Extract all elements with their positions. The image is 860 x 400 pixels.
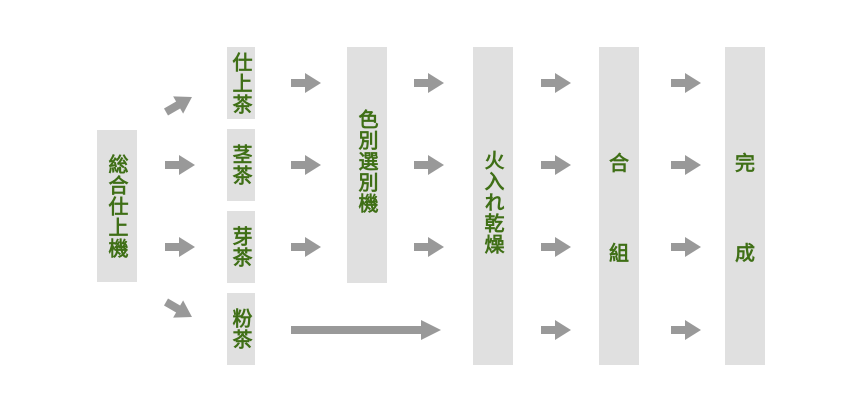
- arrow-sorter-to-firing-2: [414, 155, 444, 175]
- node-kona-cha: 粉茶: [227, 293, 255, 365]
- node-hiire-kansou: 火入れ乾燥: [473, 47, 513, 365]
- arrow-blend-to-finish-4: [671, 320, 701, 340]
- node-label: 火入れ乾燥: [481, 150, 505, 255]
- arrow-blend-to-finish-1: [671, 73, 701, 93]
- arrow-to-me-cha: [165, 237, 195, 257]
- node-shiage-cha: 仕上茶: [227, 47, 255, 119]
- node-shikibetsu-senbetsu-ki: 色別選別機: [347, 47, 387, 283]
- arrow-blend-to-finish-2: [671, 155, 701, 175]
- node-label: 仕上茶: [229, 51, 253, 115]
- node-me-cha: 芽茶: [227, 211, 255, 283]
- node-gougumi-char-2: 組: [609, 241, 629, 265]
- node-kansei-char-1: 完: [735, 151, 755, 175]
- arrow-shiage-to-sorter: [291, 73, 321, 93]
- arrow-kona-to-firing: [291, 320, 441, 340]
- arrow-kuki-to-sorter: [291, 155, 321, 175]
- arrow-firing-to-blend-4: [541, 320, 571, 340]
- node-gougumi: [599, 47, 639, 365]
- arrow-to-kona-cha: [161, 293, 197, 326]
- node-label: 総合仕上機: [105, 153, 129, 259]
- arrow-sorter-to-firing-3: [414, 237, 444, 257]
- arrow-to-kuki-cha: [165, 155, 195, 175]
- node-kuki-cha: 茎茶: [227, 129, 255, 201]
- node-kansei: [725, 47, 765, 365]
- node-label: 芽茶: [229, 226, 253, 268]
- node-kansei-char-2: 成: [735, 241, 755, 265]
- arrow-firing-to-blend-1: [541, 73, 571, 93]
- arrow-sorter-to-firing-1: [414, 73, 444, 93]
- node-label: 粉茶: [229, 308, 253, 350]
- arrow-me-to-sorter: [291, 237, 321, 257]
- arrow-to-shiage-cha: [161, 88, 197, 121]
- node-label: 茎茶: [229, 144, 253, 186]
- node-gougumi-char-1: 合: [609, 151, 629, 175]
- arrow-firing-to-blend-3: [541, 237, 571, 257]
- arrow-firing-to-blend-2: [541, 155, 571, 175]
- node-sougou-shiage-ki: 総合仕上機: [97, 130, 137, 282]
- node-label: 色別選別機: [355, 109, 379, 214]
- arrow-blend-to-finish-3: [671, 237, 701, 257]
